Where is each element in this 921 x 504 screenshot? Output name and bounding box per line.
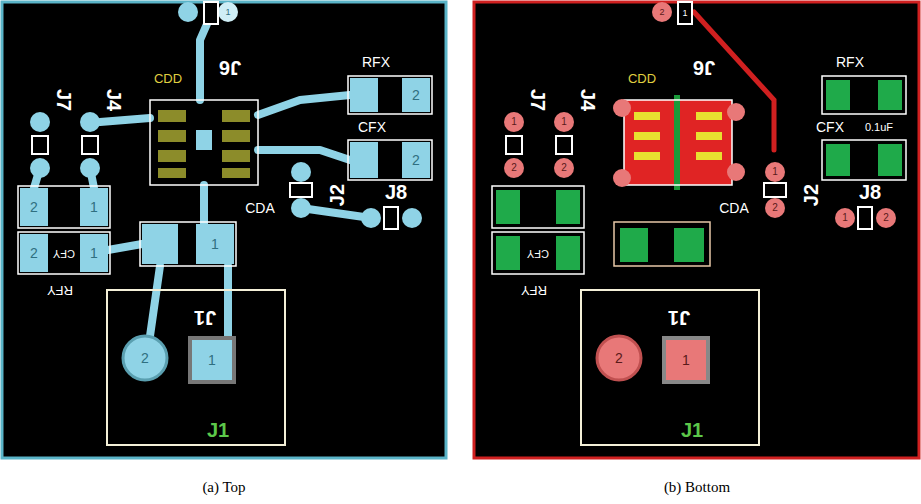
pad-number: 2 — [30, 246, 38, 260]
designator: J8 — [385, 182, 407, 202]
pad-number: 1 — [90, 200, 98, 214]
value-label: 0.1uF — [865, 122, 893, 133]
pad-number: 2 — [883, 213, 889, 223]
designator: J1 — [194, 308, 216, 328]
designator: J7 — [528, 89, 548, 111]
designator: CDA — [245, 201, 275, 215]
designator: J4 — [104, 89, 124, 111]
designator: RFX — [836, 55, 864, 69]
pad-number: 2 — [511, 163, 517, 173]
designator: J1 — [681, 420, 703, 440]
pad-number: 1 — [842, 213, 848, 223]
pad-number: 2 — [659, 8, 664, 17]
designator: CDD — [628, 72, 656, 85]
designator: J2 — [327, 184, 347, 206]
designator: CFY — [53, 248, 75, 259]
designator: J7 — [54, 89, 74, 111]
pad-number: 1 — [211, 237, 219, 251]
designator: RFY — [47, 284, 73, 297]
designator: J2 — [801, 184, 821, 206]
caption: (a) Top — [202, 480, 245, 495]
designator: RFY — [521, 284, 547, 297]
pad-number: 1 — [682, 353, 690, 367]
pad-number: 2 — [615, 351, 623, 365]
designator: CDA — [719, 201, 749, 215]
pad-number: 1 — [90, 246, 98, 260]
designator: J1 — [668, 308, 690, 328]
top-layer — [2, 2, 446, 458]
pad-number: 1 — [772, 167, 778, 177]
designator: CFX — [358, 120, 386, 134]
pad-number: 1 — [511, 117, 517, 127]
pad-number: 2 — [30, 200, 38, 214]
pad-number: 1 — [561, 117, 567, 127]
pad-number: 1 — [225, 8, 230, 17]
bottom-layer — [474, 2, 919, 458]
designator: J1 — [207, 420, 229, 440]
designator: J6 — [693, 58, 715, 78]
pad-number: 2 — [412, 88, 420, 102]
designator: J8 — [859, 182, 881, 202]
pad-number: 2 — [141, 351, 149, 365]
caption: (b) Bottom — [664, 480, 730, 495]
designator: J6 — [219, 58, 241, 78]
pad-number: 2 — [412, 153, 420, 167]
designator: RFX — [362, 55, 390, 69]
designator: CDD — [154, 72, 182, 85]
pad-number: 1 — [208, 353, 216, 367]
pad-number: 1 — [682, 9, 687, 18]
pad-number: 2 — [772, 203, 778, 213]
designator: J4 — [578, 89, 598, 111]
designator: CFY — [527, 248, 549, 259]
pad-number: 2 — [561, 163, 567, 173]
designator: CFX — [816, 120, 844, 134]
